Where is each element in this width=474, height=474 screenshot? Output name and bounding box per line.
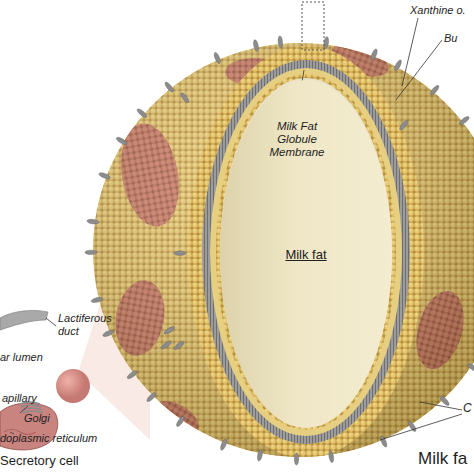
inner-bead-layer	[216, 74, 396, 430]
membrane-protein	[146, 391, 158, 403]
membrane-protein	[87, 219, 99, 225]
zoom-box	[302, 2, 324, 50]
membrane-protein	[467, 362, 474, 372]
leader-line	[396, 40, 442, 100]
membrane-protein	[163, 325, 176, 335]
membrane-protein	[278, 36, 284, 48]
part-label: doplasmic reticulum	[0, 432, 97, 445]
membrane-protein	[126, 369, 138, 380]
leader-line	[20, 406, 28, 413]
globule-surface	[93, 43, 474, 457]
membrane-protein	[429, 84, 440, 96]
membrane-protein	[379, 435, 388, 448]
part-label: Lactiferous duct	[58, 312, 122, 337]
surface-shade	[93, 43, 474, 457]
part-label: apillary	[2, 392, 37, 405]
membrane-protein	[213, 52, 222, 65]
membrane-protein	[328, 450, 334, 463]
secreted-globule	[56, 369, 90, 403]
membrane-protein	[175, 415, 185, 427]
membrane-protein	[439, 395, 450, 407]
inner-layer	[210, 68, 402, 436]
membrane-protein	[323, 36, 329, 48]
golgi-stack	[21, 405, 41, 407]
membrane-protein	[173, 340, 185, 351]
membrane-protein	[136, 108, 148, 119]
leader-line	[46, 318, 56, 326]
membrane-protein	[174, 251, 186, 256]
membrane-protein	[219, 438, 227, 451]
leader-line	[402, 18, 418, 86]
part-label: Milk Fat Globule Membrane	[258, 120, 336, 160]
membrane-protein	[91, 296, 104, 303]
part-label: Golgi	[24, 412, 50, 425]
membrane-protein	[179, 92, 190, 104]
part-label: C	[463, 402, 472, 416]
node-label: Milk fat	[285, 247, 326, 262]
milk-fat-core: Milk fat	[220, 80, 392, 428]
part-label: Bu	[444, 32, 457, 45]
membrane-band	[202, 60, 410, 444]
membrane-protein	[294, 453, 299, 465]
leader-line	[380, 414, 462, 440]
part-label: Xanthine o.	[410, 4, 466, 17]
part-label: ar lumen	[0, 351, 43, 364]
membrane-protein	[398, 119, 409, 131]
membrane-protein	[98, 172, 111, 180]
membrane-protein	[253, 39, 260, 52]
part-label: Milk fa	[418, 449, 467, 469]
leader-line	[420, 402, 462, 410]
membrane-protein	[115, 136, 128, 146]
membrane-protein	[458, 115, 470, 126]
membrane-protein	[164, 81, 175, 93]
membrane-protein	[160, 340, 172, 351]
membrane-protein	[370, 48, 378, 61]
lactiferous-duct	[0, 310, 48, 330]
membrane-protein	[85, 250, 97, 255]
membrane-protein	[393, 59, 403, 72]
membrane-protein	[102, 329, 115, 338]
cut-bead-layer	[188, 46, 424, 458]
part-label: Secretory cell	[0, 454, 79, 469]
membrane-protein	[257, 449, 264, 462]
